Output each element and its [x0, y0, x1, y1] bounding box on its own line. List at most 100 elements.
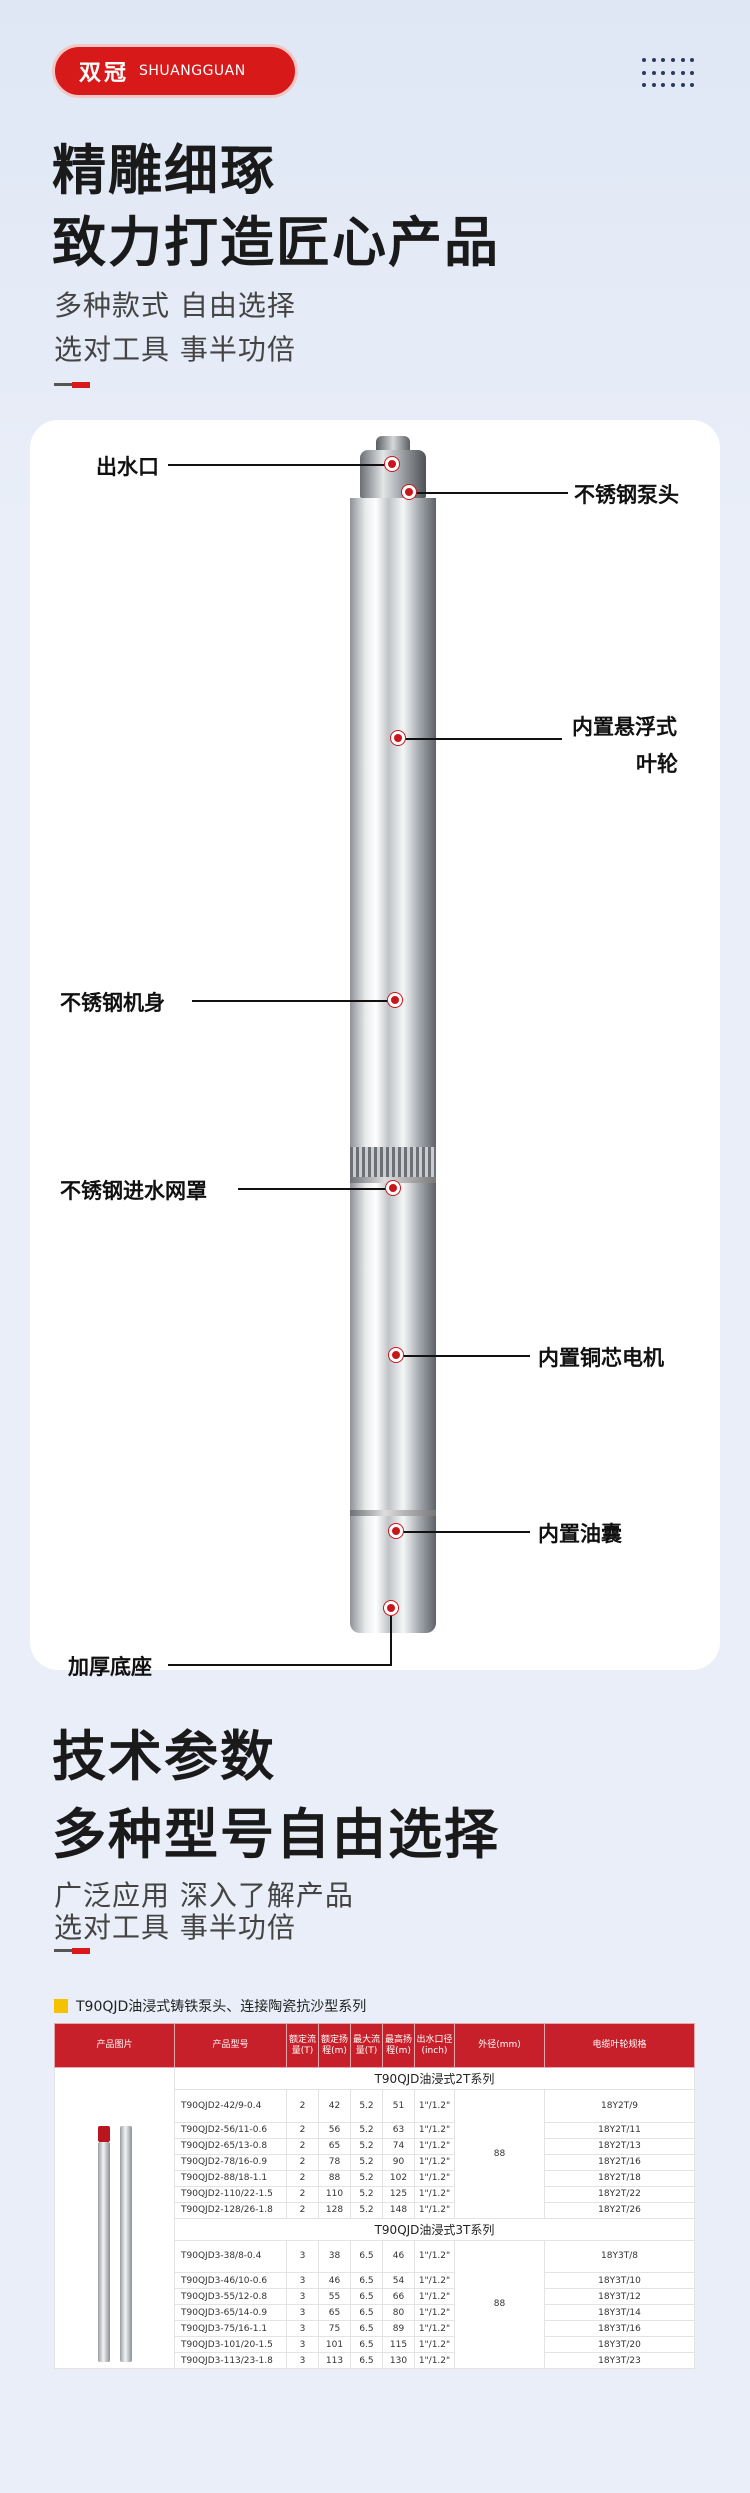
cell-head: 88 [318, 2169, 351, 2187]
cell-max-head: 102 [382, 2169, 415, 2187]
cell-max-flow: 5.2 [350, 2153, 383, 2171]
callout-pump-head: 不锈钢泵头 [574, 483, 679, 507]
header-flow: 额定流量(T) [286, 2023, 319, 2068]
header-max-flow: 最大流量(T) [350, 2023, 383, 2068]
cell-flow: 2 [286, 2153, 319, 2171]
pump-motor-body [350, 1183, 436, 1583]
cell-flow: 2 [286, 2089, 319, 2123]
callout-dot [388, 993, 402, 1007]
cell-model: T90QJD2-42/9-0.4 [174, 2089, 287, 2123]
section2-title-line1: 技术参数 [52, 1725, 276, 1788]
cell-model: T90QJD3-38/8-0.4 [174, 2239, 287, 2273]
section2-subtitle-line1: 广泛应用 深入了解产品 [54, 1879, 354, 1912]
cell-flow: 3 [286, 2272, 319, 2289]
cell-model: T90QJD3-101/20-1.5 [174, 2336, 287, 2353]
cell-max-head: 115 [382, 2336, 415, 2353]
cell-max-head: 125 [382, 2185, 415, 2203]
brand-badge: 双冠 SHUANGGUAN [52, 44, 298, 98]
cell-max-flow: 5.2 [350, 2185, 383, 2203]
header-max-head: 最高扬程(m) [382, 2023, 415, 2068]
callout-line [168, 464, 390, 466]
cell-cable: 18Y2T/13 [544, 2137, 695, 2155]
cell-outlet: 1"/1.2" [414, 2272, 455, 2289]
cell-outlet: 1"/1.2" [414, 2185, 455, 2203]
series-header-row: T90QJD油浸式2T系列 [54, 2067, 695, 2369]
cell-outlet: 1"/1.2" [414, 2169, 455, 2187]
cell-flow: 3 [286, 2320, 319, 2337]
cell-head: 101 [318, 2336, 351, 2353]
callout-dot [386, 1181, 400, 1195]
callout-motor: 内置铜芯电机 [538, 1346, 664, 1370]
cell-cable: 18Y3T/8 [544, 2239, 695, 2273]
cell-model: T90QJD2-128/26-1.8 [174, 2201, 287, 2219]
cell-model: T90QJD3-65/14-0.9 [174, 2304, 287, 2321]
cell-head: 55 [318, 2288, 351, 2305]
callout-line [168, 1664, 392, 1666]
cell-outlet: 1"/1.2" [414, 2089, 455, 2123]
cell-outlet: 1"/1.2" [414, 2137, 455, 2155]
callout-dot [389, 1348, 403, 1362]
cell-max-head: 66 [382, 2288, 415, 2305]
cell-flow: 2 [286, 2121, 319, 2139]
cell-max-flow: 6.5 [350, 2288, 383, 2305]
cell-max-flow: 5.2 [350, 2089, 383, 2123]
cell-flow: 2 [286, 2137, 319, 2155]
cell-head: 65 [318, 2137, 351, 2155]
cell-model: T90QJD3-113/23-1.8 [174, 2352, 287, 2369]
section1-subtitle-line1: 多种款式 自由选择 [54, 289, 296, 322]
pump-ring [350, 1177, 436, 1183]
spec-table-title-text: T90QJD油浸式铸铁泵头、连接陶瓷抗沙型系列 [76, 1999, 367, 2015]
spec-table-section: T90QJD油浸式铸铁泵头、连接陶瓷抗沙型系列 产品图片 产品型号 额定流量(T… [54, 1995, 695, 2369]
series-header-row: T90QJD油浸式3T系列 [55, 2217, 695, 2241]
cell-cable: 18Y3T/23 [544, 2352, 695, 2369]
cell-head: 42 [318, 2089, 351, 2123]
cell-flow: 2 [286, 2201, 319, 2219]
cell-cable: 18Y3T/12 [544, 2288, 695, 2305]
cell-max-head: 51 [382, 2089, 415, 2123]
header-model: 产品型号 [174, 2023, 287, 2068]
cell-head: 75 [318, 2320, 351, 2337]
cell-flow: 2 [286, 2169, 319, 2187]
cell-flow: 3 [286, 2352, 319, 2369]
callout-dot [389, 1524, 403, 1538]
callout-impeller-line1: 内置悬浮式 [572, 715, 677, 739]
product-image-cell [54, 2067, 175, 2369]
series-name: T90QJD油浸式2T系列 [174, 2067, 695, 2090]
cell-max-head: 89 [382, 2320, 415, 2337]
cell-outlet: 1"/1.2" [414, 2121, 455, 2139]
cell-head: 128 [318, 2201, 351, 2219]
cell-max-flow: 6.5 [350, 2320, 383, 2337]
callout-line [410, 492, 568, 494]
cell-flow: 3 [286, 2336, 319, 2353]
callout-dot [391, 731, 405, 745]
cell-flow: 3 [286, 2288, 319, 2305]
cell-outlet: 1"/1.2" [414, 2201, 455, 2219]
callout-oil-bag: 内置油囊 [538, 1522, 622, 1546]
callout-impeller-line2: 叶轮 [636, 752, 678, 776]
cell-model: T90QJD3-46/10-0.6 [174, 2272, 287, 2289]
cell-model: T90QJD2-110/22-1.5 [174, 2185, 287, 2203]
cell-head: 38 [318, 2239, 351, 2273]
section2-title-line2: 多种型号自由选择 [52, 1803, 500, 1866]
cell-cable: 18Y2T/16 [544, 2153, 695, 2171]
cell-model: T90QJD3-75/16-1.1 [174, 2320, 287, 2337]
cell-cable: 18Y2T/9 [544, 2089, 695, 2123]
cell-max-head: 74 [382, 2137, 415, 2155]
callout-dot [402, 485, 416, 499]
cell-head: 46 [318, 2272, 351, 2289]
cell-max-flow: 6.5 [350, 2272, 383, 2289]
callout-line [390, 1616, 392, 1666]
cell-flow: 2 [286, 2185, 319, 2203]
header-diameter: 外径(mm) [454, 2023, 545, 2068]
cell-max-flow: 6.5 [350, 2239, 383, 2273]
section1-subtitle-line2: 选对工具 事半功倍 [54, 333, 296, 366]
cell-model: T90QJD2-78/16-0.9 [174, 2153, 287, 2171]
cell-model: T90QJD2-88/18-1.1 [174, 2169, 287, 2187]
cell-head: 65 [318, 2304, 351, 2321]
